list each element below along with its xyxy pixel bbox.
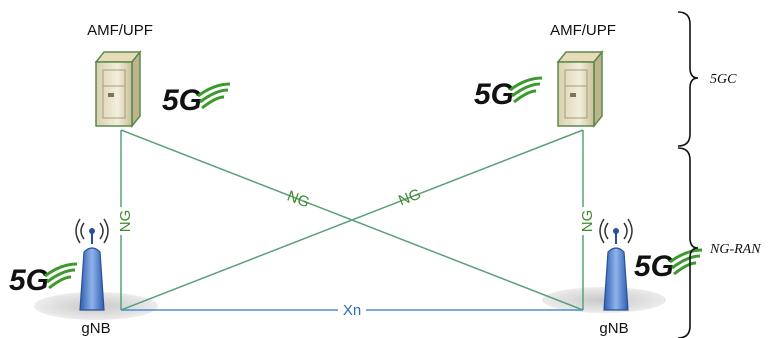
brace-ng-ran (677, 147, 699, 338)
svg-text:5G: 5G (9, 264, 49, 297)
fiveg-logo-core-left: 5G (162, 82, 231, 117)
svg-text:5G: 5G (634, 250, 674, 283)
ng-label-cross-down: NG (285, 188, 312, 212)
amf-right-label: AMF/UPF (550, 22, 616, 39)
svg-text:5G: 5G (162, 84, 202, 117)
ng-label-left-vertical: NG (117, 210, 134, 233)
amf-right-server-icon (556, 49, 604, 129)
amf-left-label: AMF/UPF (87, 22, 153, 39)
ng-label-right-vertical: NG (579, 210, 596, 233)
svg-text:5G: 5G (474, 78, 514, 111)
brace-5gc (677, 11, 699, 147)
fiveg-logo-ran-right: 5G (634, 248, 703, 283)
gnb-left-label: gNB (81, 320, 110, 337)
gnb-right-antenna-icon (599, 218, 633, 311)
brace-5gc-label: 5GC (710, 72, 737, 87)
fiveg-logo-core-right: 5G (474, 76, 543, 111)
ng-label-cross-up: NG (396, 186, 423, 210)
ng-links (120, 129, 584, 311)
amf-left-server-icon (94, 49, 142, 129)
gnb-right-label: gNB (599, 320, 628, 337)
ng-line-cross-up (120, 129, 584, 311)
fiveg-logo-ran-left: 5G (9, 262, 78, 297)
gnb-left-antenna-icon (75, 218, 109, 311)
brace-ng-ran-label: NG-RAN (709, 242, 761, 257)
xn-label: Xn (343, 302, 361, 319)
